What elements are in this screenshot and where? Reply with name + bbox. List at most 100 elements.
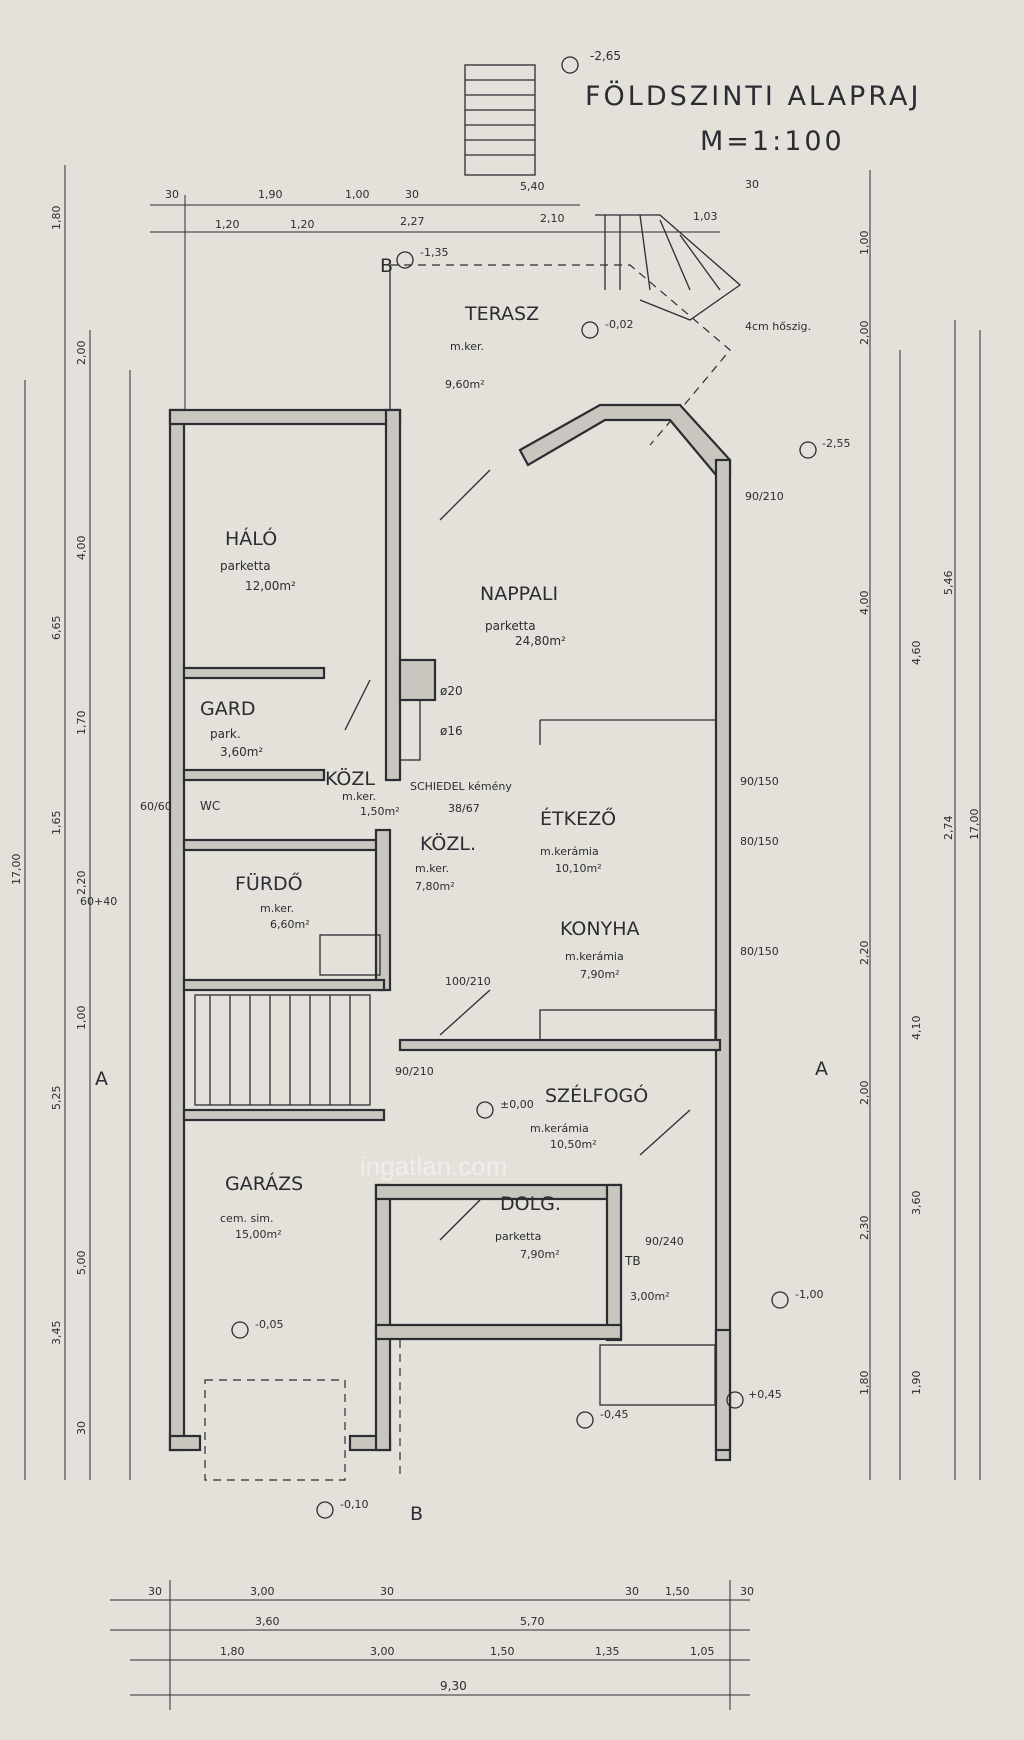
dim-right-8: 2,20 [858,941,871,966]
room-kozl2-area: 7,80m² [415,880,455,893]
right-dimension-lines [869,170,981,1480]
level-7: -1,00 [795,1288,823,1301]
dim-left-7: 2,20 [75,871,88,896]
level-10: -0,10 [340,1498,368,1511]
dim-right-7: 4,10 [910,1016,923,1041]
dim-bottom-9: 1,80 [220,1645,245,1658]
dim-right-11: 2,30 [858,1216,871,1241]
room-tb-area: 3,00m² [630,1290,670,1303]
room-furdo-name: FÜRDŐ [235,871,303,895]
flue-20: ø20 [440,684,463,698]
dim-left-6: 1,65 [50,811,63,836]
chimney-size: 38/67 [448,802,480,815]
dim-bottom-11: 1,50 [490,1645,515,1658]
garage-car-outline [204,1379,346,1481]
level-markers: -2,65 -1,35 -0,02 -2,55 ±0,00 -0,05 -1,0… [231,49,850,1519]
room-dolg-name: DOLG. [500,1193,561,1215]
dim-bottom-12: 1,35 [595,1645,620,1658]
level-8: -0,45 [600,1408,628,1421]
opening-9: 80/150 [740,945,779,958]
section-a-left: A [95,1068,108,1090]
insulation-note: 4cm hőszig. [745,320,811,333]
entry-stairs-top [464,64,536,176]
room-etkezo-area: 10,10m² [555,862,602,875]
level-2: -1,35 [420,246,448,259]
room-garazs-name: GARÁZS [225,1172,303,1195]
dim-right-10: 3,60 [910,1191,923,1216]
entry-canopy [599,1344,716,1406]
dim-bottom-2: 3,00 [250,1585,275,1598]
dim-right-2: 2,00 [858,321,871,346]
opening-6: 90/240 [645,1235,684,1248]
dim-left-4: 4,00 [75,536,88,561]
level-6: -0,05 [255,1318,283,1331]
dim-left-8: 5,25 [50,1086,63,1111]
dim-bottom-1: 30 [148,1585,162,1598]
room-konyha-name: KONYHA [560,918,639,940]
level-3: -0,02 [605,318,633,331]
dim-right-14: 17,00 [968,809,981,841]
room-etkezo-floor: m.kerámia [540,845,599,858]
dim-bottom-4: 5,70 [520,1615,545,1628]
dim-top-3: 1,00 [345,188,370,201]
room-nappali-name: NAPPALI [480,583,558,605]
internal-stairs [194,994,371,1106]
room-konyha-area: 7,90m² [580,968,620,981]
room-kozl1-floor: m.ker. [342,790,376,803]
dim-top-10: 2,10 [540,212,565,225]
section-b-top: B [380,255,393,277]
outer-walls [168,403,732,1462]
section-a-right: A [815,1058,828,1080]
dim-right-3: 5,46 [942,571,955,596]
room-garazs-area: 15,00m² [235,1228,282,1241]
dim-bottom-13: 1,05 [690,1645,715,1658]
opening-1: 90/150 [740,775,779,788]
dim-bottom-total: 9,30 [440,1679,467,1693]
kitchen-counter [539,719,716,1041]
plan-title: FÖLDSZINTI ALAPRAJ [585,80,921,112]
dim-left-9: 1,00 [75,1006,88,1031]
room-halo-name: HÁLÓ [225,526,277,550]
room-terasz-name: TERASZ [464,303,539,325]
dim-left-11: 3,45 [50,1321,63,1346]
room-szelfogo-floor: m.kerámia [530,1122,589,1135]
room-halo-area: 12,00m² [245,579,296,593]
dim-right-5: 4,60 [910,641,923,666]
dim-top-7: 1,20 [215,218,240,231]
dim-left-12: 30 [75,1421,88,1435]
dim-bottom-6: 1,50 [665,1585,690,1598]
opening-8: 90/210 [395,1065,434,1078]
dim-bottom-10: 3,00 [370,1645,395,1658]
dim-right-9: 2,00 [858,1081,871,1106]
level-5: ±0,00 [500,1098,534,1111]
dim-top-9: 2,27 [400,215,425,228]
dim-left-2: 2,00 [75,341,88,366]
left-dimension-lines [24,165,131,1480]
room-tb-name: TB [624,1254,641,1268]
top-dimension-lines [150,195,720,410]
dim-top-8: 1,20 [290,218,315,231]
opening-4: 60/60 [140,800,172,813]
room-kozl1-area: 1,50m² [360,805,400,818]
chimney-note: SCHIEDEL kémény [410,780,512,793]
room-furdo-area: 6,60m² [270,918,310,931]
dim-right-13: 1,90 [910,1371,923,1396]
room-konyha-floor: m.kerámia [565,950,624,963]
dim-bottom-7: 30 [740,1585,754,1598]
level-4: -2,55 [822,437,850,450]
room-furdo-floor: m.ker. [260,902,294,915]
room-dolg-floor: parketta [495,1230,541,1243]
level-9: +0,45 [748,1388,782,1401]
dim-bottom-3: 30 [380,1585,394,1598]
bottom-dimension-lines [110,1580,750,1710]
inner-walls [182,658,722,1122]
room-halo-floor: parketta [220,559,271,573]
watermark: ingatlan.com [360,1151,507,1181]
dim-top-4: 30 [405,188,419,201]
dim-top-1: 30 [165,188,179,201]
dim-left-1: 1,80 [50,206,63,231]
dim-left-13: 17,00 [10,854,23,886]
room-dolg-area: 7,90m² [520,1248,560,1261]
dim-top-11: 1,03 [693,210,718,223]
